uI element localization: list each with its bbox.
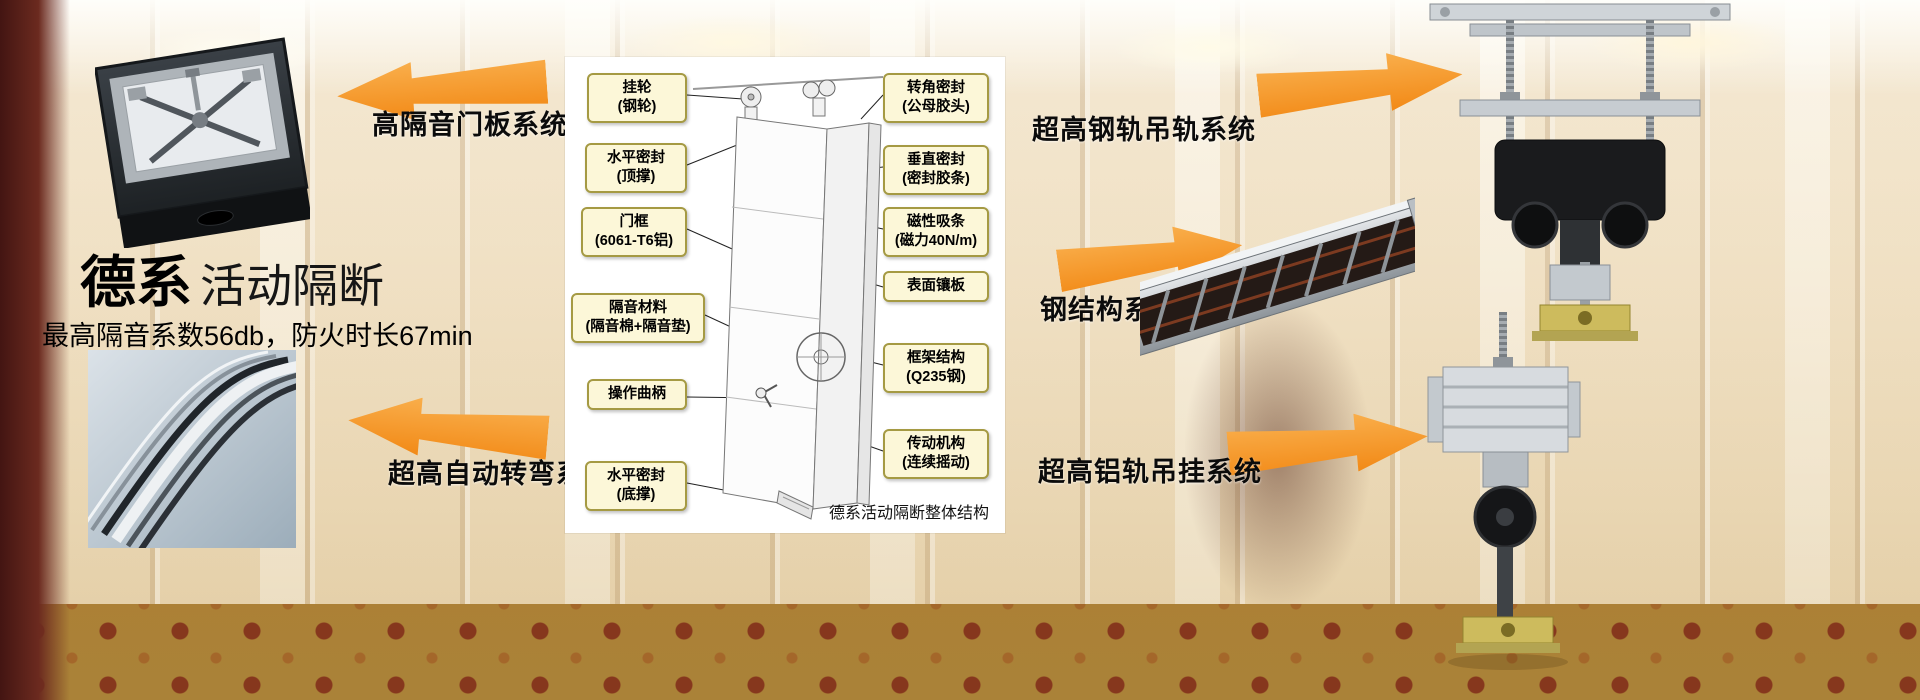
curved-track-photo [82,350,323,556]
steel-rail-hanger-photo [1400,0,1780,360]
callout-text: (6061-T6铝) [594,232,674,249]
curved-track-graphic [82,350,323,556]
steel-rail-hanger-graphic [1429,3,1731,341]
aluminum-rail-hanger-photo [1398,312,1628,700]
callout-text: 磁性吸条 [907,214,965,230]
callout-text: (顶撑) [616,168,656,185]
product-subtitle: 最高隔音系数56db，防火时长67min [42,321,473,351]
callout-hanging-wheel: 挂轮 (钢轮) [587,73,687,123]
door-panel-system-label: 高隔音门板系统 [372,110,568,140]
callout-frame-structure: 框架结构 (Q235钢) [883,343,989,393]
callout-text: 操作曲柄 [608,386,666,402]
diagram-caption: 德系活动隔断整体结构 [828,505,989,522]
callout-text: (密封胶条) [902,170,970,187]
callout-text: (底撑) [616,486,656,503]
steel-structure-photo [1115,180,1442,385]
callout-text: 垂直密封 [907,152,965,168]
callout-horizontal-seal-bottom: 水平密封 (底撑) [585,461,687,511]
product-title: 德系活动隔断 [80,238,384,319]
callout-operating-crank: 操作曲柄 [587,379,687,410]
callout-text: 隔音材料 [609,300,667,316]
callout-text: (公母胶头) [902,98,970,115]
aluminum-rail-system-label: 超高铝轨吊挂系统 [1038,457,1262,487]
partition-structure-drawing [686,76,884,520]
callout-text: 门框 [619,214,649,230]
steel-structure-graphic [1115,195,1442,358]
door-panel-mechanism-photo [93,18,312,253]
product-title-brand: 德系 [80,251,192,314]
callout-text: 传动机构 [907,436,965,452]
callout-horizontal-seal-top: 水平密封 (顶撑) [585,143,687,193]
partition-structure-diagram: 挂轮 (钢轮) 水平密封 (顶撑) 门框 (6061-T6铝) 隔音材料 (隔音… [565,57,1005,533]
callout-text: 框架结构 [907,350,965,366]
callout-text: (钢轮) [617,98,657,115]
callout-text: 水平密封 [607,150,665,166]
background-carpet [0,604,1920,700]
aluminum-rail-hanger-graphic [1427,312,1581,670]
callout-drive-mechanism: 传动机构 (连续摇动) [883,429,989,479]
callout-text: (磁力40N/m) [894,232,978,249]
product-title-type: 活动隔断 [200,260,384,312]
callout-magnetic-strip: 磁性吸条 (磁力40N/m) [883,207,989,257]
background-left-column [0,0,70,700]
callout-sound-insulation: 隔音材料 (隔音棉+隔音垫) [571,293,705,343]
callout-text: (隔音棉+隔音垫) [585,318,691,335]
rail-and-rollers [692,76,884,124]
callout-door-frame: 门框 (6061-T6铝) [581,207,687,257]
door-panels [722,116,882,510]
callout-vertical-seal: 垂直密封 (密封胶条) [883,145,989,195]
callout-text: 挂轮 [622,80,652,96]
callout-text: 表面镶板 [907,278,965,294]
callout-text: 转角密封 [907,80,965,96]
bottom-seal [776,490,814,520]
steel-rail-system-label: 超高钢轨吊轨系统 [1032,115,1256,145]
callout-text: 水平密封 [607,468,665,484]
callout-text: (连续摇动) [902,454,970,471]
callout-text: (Q235钢) [906,368,966,385]
callout-surface-panel: 表面镶板 [883,271,989,302]
callout-corner-seal: 转角密封 (公母胶头) [883,73,989,123]
door-panel-mechanism-graphic [93,37,312,249]
drive-mechanism [755,332,846,408]
